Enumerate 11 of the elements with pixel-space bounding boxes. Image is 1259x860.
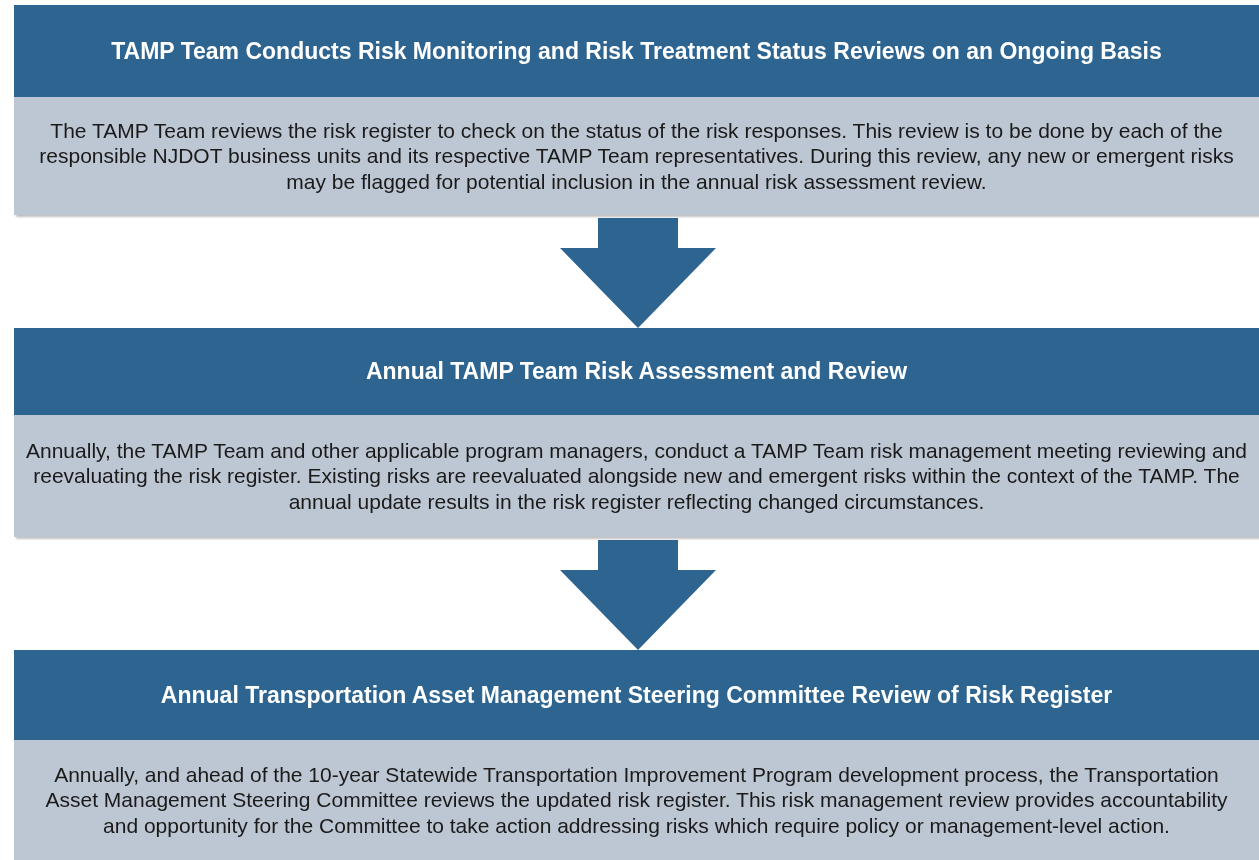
step-description: The TAMP Team reviews the risk register to check on the status of the risk responses. This review is to be done by each of the responsible NJDOT business units and its respective TAMP Team representatives. During this review, any new or emergent risks may be flagged for potential inclusion in the annual risk assessment review.	[38, 118, 1235, 195]
process-card	[14, 328, 1259, 537]
process-card	[14, 5, 1259, 215]
process-card	[14, 650, 1259, 860]
block-arrow	[560, 218, 716, 328]
step-description: Annually, the TAMP Team and other applicable program managers, conduct a TAMP Team risk management meeting reviewing and reevaluating the risk register. Existing risks are reevaluated alongside new and emergent risks within the context of the TAMP. The annual update results in the risk register reflecting changed circumstances.	[25, 438, 1248, 515]
block-arrow	[560, 540, 716, 650]
step-heading: TAMP Team Conducts Risk Monitoring and Risk Treatment Status Reviews on an Ongoing Basis	[14, 5, 1259, 97]
step-heading: Annual TAMP Team Risk Assessment and Review	[14, 328, 1259, 415]
step-heading: Annual Transportation Asset Management Steering Committee Review of Risk Register	[14, 650, 1259, 740]
step-description: Annually, and ahead of the 10-year Statewide Transportation Improvement Program development process, the Transportation Asset Management Steering Committee reviews the updated risk register. This risk management review provides accountability and opportunity for the Committee to take action addressing risks which require policy or management-level action.	[44, 762, 1229, 839]
